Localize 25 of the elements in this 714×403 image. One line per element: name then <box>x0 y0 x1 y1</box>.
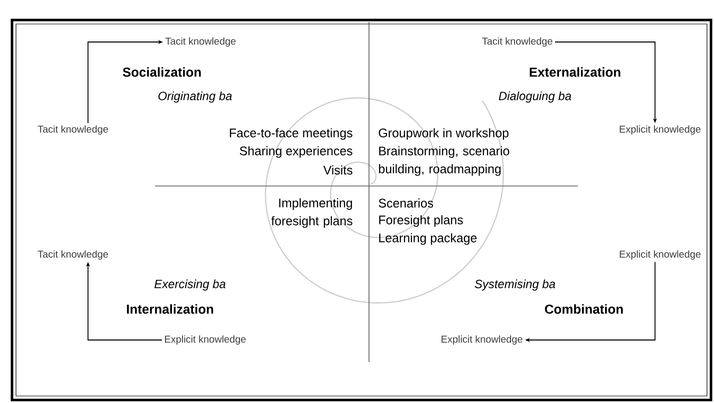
mode-heading: Internalization <box>126 304 214 314</box>
ba-label: Originating ba <box>158 91 232 103</box>
knowledge-label: Tacit knowledge <box>165 37 236 47</box>
mode-heading: Combination <box>544 304 623 314</box>
activity-text: Scenarios <box>378 198 434 208</box>
activity-text: Visits <box>323 165 352 175</box>
activity-text: Brainstorming, scenario building, roadmapping <box>379 146 510 176</box>
activity-text: Implementing foresight plans <box>271 198 352 228</box>
mode-heading: Socialization <box>122 67 201 77</box>
knowledge-label: Explicit knowledge <box>442 335 522 345</box>
ba-label: Exercising ba <box>154 279 226 291</box>
activity-text: Foresight plans <box>379 215 463 227</box>
knowledge-label: Tacit knowledge <box>38 125 108 135</box>
mode-heading: Externalization <box>530 67 620 77</box>
knowledge-label: Tacit knowledge <box>482 37 552 47</box>
ba-label: Dialoguing ba <box>498 91 572 103</box>
knowledge-label: Explicit knowledge <box>620 250 701 260</box>
activity-text: Groupwork in workshop <box>378 128 508 140</box>
activity-text: Sharing experiences <box>240 146 352 158</box>
knowledge-label: Tacit knowledge <box>38 250 108 260</box>
activity-text: Learning package <box>379 233 477 245</box>
ba-label: Systemising ba <box>474 279 556 291</box>
activity-text: Face-to-face meetings <box>230 128 352 140</box>
knowledge-label: Explicit knowledge <box>620 125 701 135</box>
knowledge-label: Explicit knowledge <box>165 335 246 345</box>
